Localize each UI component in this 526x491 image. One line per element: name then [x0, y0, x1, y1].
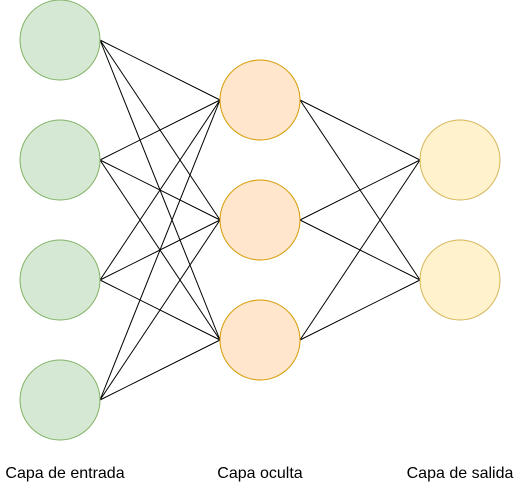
connection-hidden-1-to-output-1: [299, 99, 421, 161]
neurons: [19, 0, 501, 441]
connection-input-3-to-hidden-1: [99, 99, 221, 281]
connection-hidden-3-to-output-2: [299, 279, 421, 341]
input-neuron-4: [19, 359, 101, 441]
connection-input-4-to-hidden-2: [99, 219, 221, 401]
connection-hidden-3-to-output-1: [299, 159, 421, 341]
input-neuron-1: [19, 0, 101, 81]
input-neuron-3: [19, 239, 101, 321]
connection-input-4-to-hidden-3: [99, 339, 221, 401]
input-neuron-2: [19, 119, 101, 201]
output-layer-label: Capa de salida: [406, 465, 514, 482]
output-neuron-2: [419, 239, 501, 321]
hidden-neuron-2: [219, 179, 301, 261]
connection-input-2-to-hidden-1: [99, 99, 221, 161]
output-neuron-1: [419, 119, 501, 201]
hidden-neuron-3: [219, 299, 301, 381]
connection-input-1-to-hidden-1: [99, 39, 221, 101]
connections: [99, 39, 421, 401]
hidden-neuron-1: [219, 59, 301, 141]
connection-input-4-to-hidden-1: [99, 99, 221, 401]
input-layer-label: Capa de entrada: [5, 465, 125, 482]
hidden-layer-label: Capa oculta: [217, 465, 303, 482]
connection-hidden-2-to-output-1: [299, 159, 421, 221]
